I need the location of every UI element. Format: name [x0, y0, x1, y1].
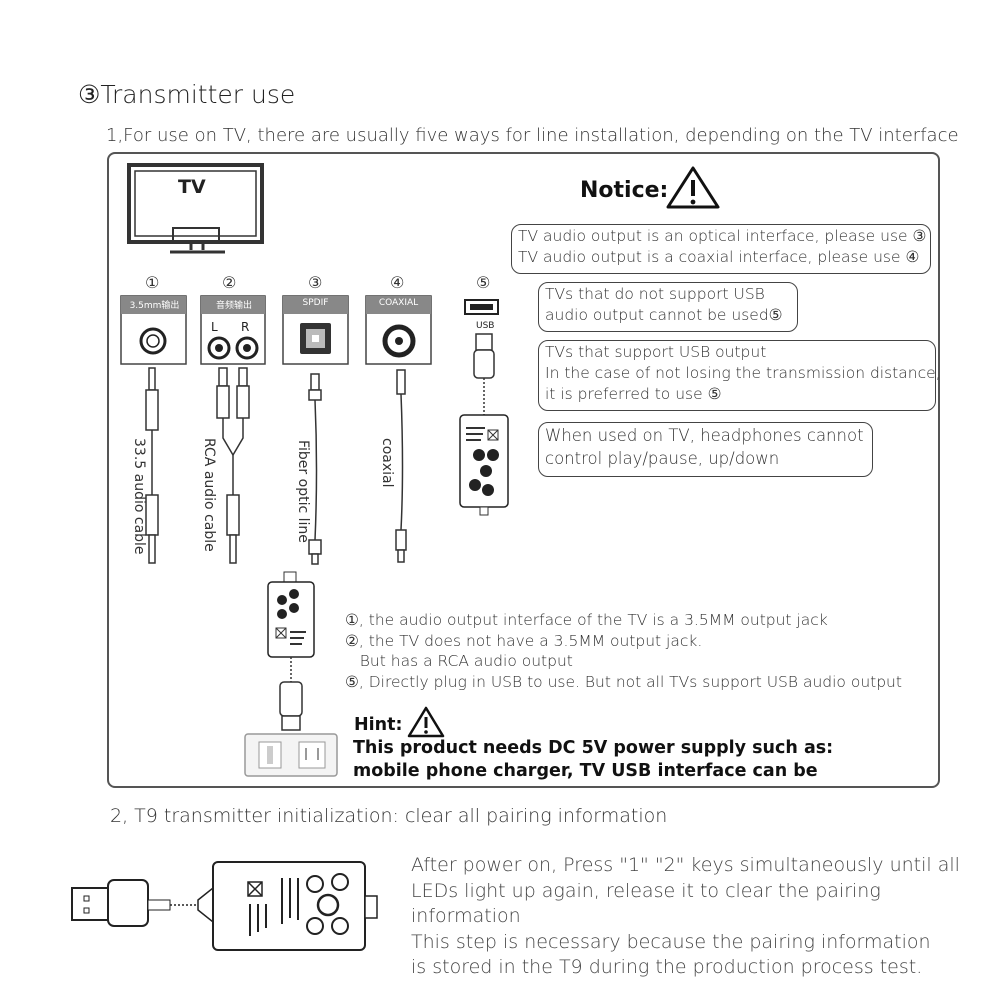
rca-cable — [216, 367, 250, 564]
hint-line-2: mobile phone charger, TV USB interface c… — [353, 761, 818, 781]
instruction-line: information — [411, 905, 521, 927]
notice-line: TV audio output is an optical interface,… — [518, 227, 927, 245]
notice-box-optical-coaxial: TV audio output is an optical interface,… — [511, 224, 931, 274]
notice-line: When used on TV, headphones cannot — [545, 426, 864, 445]
section-heading: ③Transmitter use — [78, 80, 296, 109]
note-port-2-cont: But has a RCA audio output — [345, 652, 573, 670]
section-2-caption: 2, T9 transmitter initialization: clear … — [110, 805, 668, 827]
cable-label-fiber: Fiber optic line — [295, 440, 311, 543]
hint-title: Hint: — [354, 715, 403, 735]
port-number-2: ② — [222, 273, 237, 292]
port-rca — [200, 295, 266, 365]
notice-box-headphones: When used on TV, headphones cannot contr… — [538, 422, 873, 477]
aux-cable — [145, 367, 159, 564]
rca-right-label: R — [241, 320, 250, 334]
port-number-1: ① — [145, 273, 160, 292]
t9-transmitter-usb — [71, 861, 378, 951]
port-coaxial — [365, 295, 432, 365]
usb-port-icon — [464, 299, 499, 315]
port-number-4: ④ — [390, 273, 405, 292]
tv-port-plates — [120, 295, 432, 365]
tv-label: TV — [178, 176, 206, 198]
instructions-text: After power on, Press "1" "2" keys simul… — [411, 853, 960, 981]
note-port-2: ②, the TV does not have a 3.5MM output j… — [345, 632, 703, 650]
usb-transmitter-1 — [459, 333, 509, 516]
coaxial-cable — [395, 369, 407, 563]
notice-line: control play/pause, up/down — [545, 449, 780, 468]
cables-diagram — [145, 367, 407, 565]
notice-line: TVs that do not support USB — [545, 285, 765, 303]
diagram-frame — [107, 152, 940, 788]
tv-icon — [127, 163, 264, 254]
notice-line: TVs that support USB output — [545, 343, 767, 361]
port-number-5: ⑤ — [476, 273, 491, 292]
plate-caption: SPDIF — [302, 298, 329, 308]
notice-line: In the case of not losing the transmissi… — [545, 364, 941, 382]
notice-box-usb-support: TVs that support USB output In the case … — [538, 340, 941, 411]
notice-line: audio output cannot be used⑤ — [545, 306, 783, 324]
instruction-line: is stored in the T9 during the productio… — [411, 956, 923, 978]
power-socket-icon — [244, 733, 338, 777]
port-number-3: ③ — [308, 273, 323, 292]
note-port-5: ⑤, Directly plug in USB to use. But not … — [345, 673, 902, 691]
fiber-optic-cable — [308, 373, 322, 565]
note-port-1: ①, the audio output interface of the TV … — [345, 611, 828, 629]
notice-line: it is preferred to use ⑤ — [545, 385, 722, 403]
plate-caption: COAXIAL — [378, 298, 419, 308]
port-3-5mm — [120, 295, 187, 365]
plate-caption: 音频输出 — [215, 301, 252, 311]
cable-label-aux: 33.5 audio cable — [131, 438, 147, 555]
port-spdif — [282, 295, 349, 365]
warning-icon — [666, 166, 720, 209]
transmitter-device — [267, 571, 315, 731]
instruction-line: LEDs light up again, release it to clear… — [411, 879, 881, 902]
instruction-line: This step is necessary because the pairi… — [411, 930, 931, 953]
instruction-line: After power on, Press "1" "2" keys simul… — [411, 854, 960, 876]
notice-box-no-usb: TVs that do not support USB audio output… — [538, 282, 798, 332]
plate-caption: 3.5mm输出 — [129, 301, 180, 311]
warning-icon — [407, 706, 445, 738]
rca-left-label: L — [211, 320, 218, 334]
notice-title: Notice: — [580, 178, 669, 203]
notice-line: TV audio output is a coaxial interface, … — [518, 248, 920, 266]
usb-port-label: USB — [476, 321, 495, 331]
hint-line-1: This product needs DC 5V power supply su… — [353, 738, 834, 758]
section-1-caption: 1,For use on TV, there are usually five … — [106, 125, 959, 146]
cable-label-coaxial: coaxial — [379, 438, 395, 488]
cable-label-rca: RCA audio cable — [201, 438, 217, 552]
